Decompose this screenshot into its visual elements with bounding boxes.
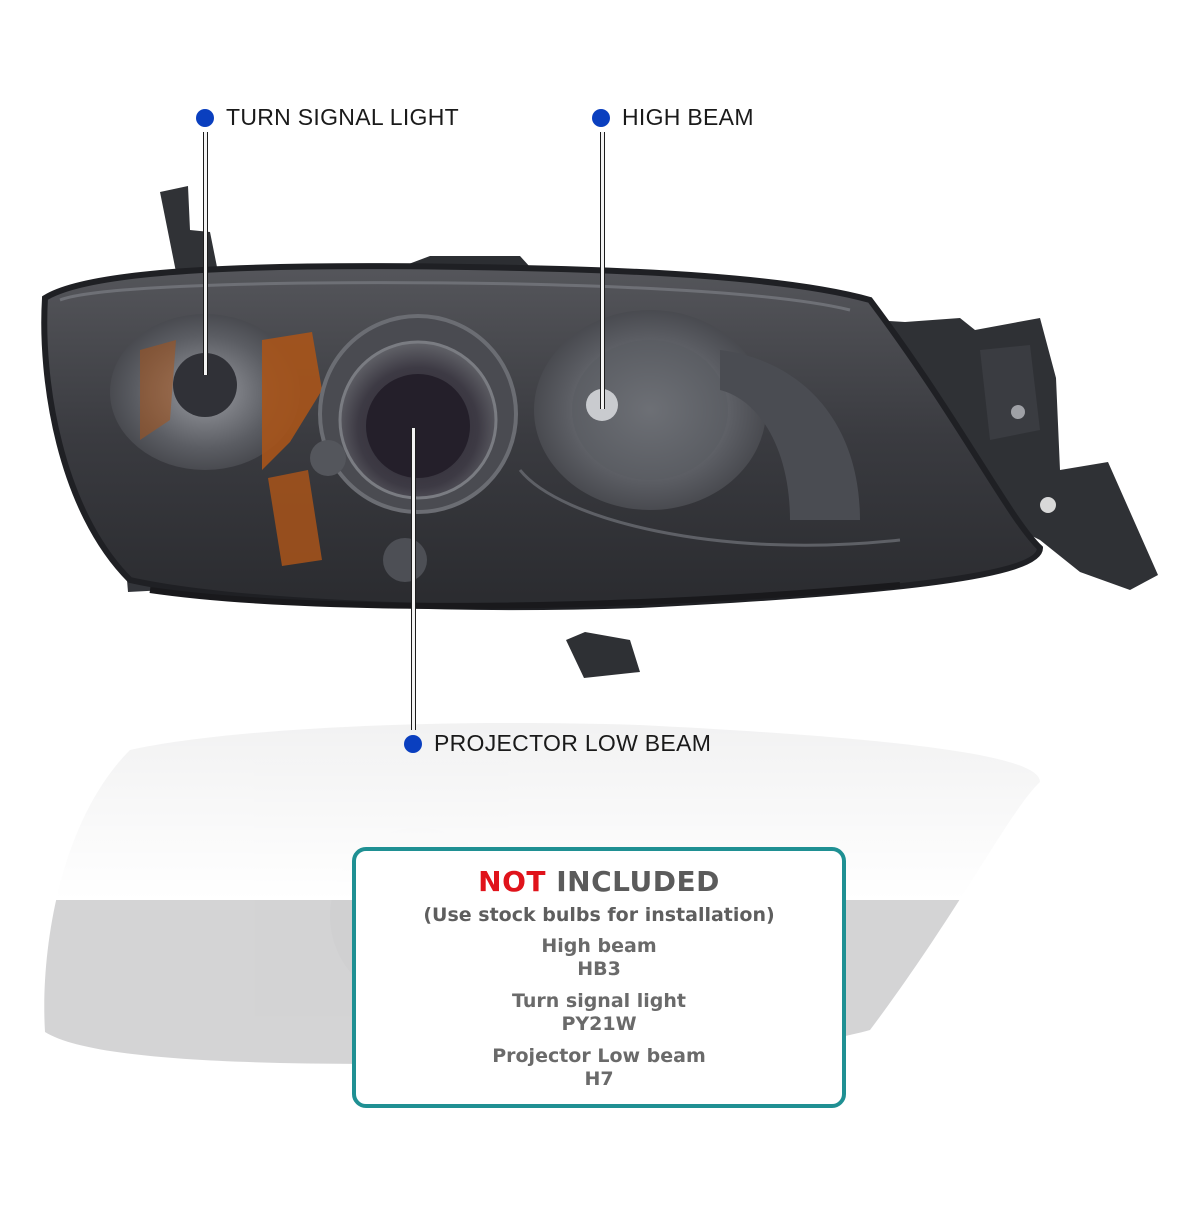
projector-leader-line xyxy=(411,428,416,730)
high-beam-leader-line xyxy=(600,132,605,409)
bulb-name: Turn signal light xyxy=(511,990,687,1012)
title-emphasis: NOT xyxy=(478,865,546,898)
bulb-type: HB3 xyxy=(577,958,621,980)
high-beam-reflector xyxy=(534,310,860,520)
bulb-spec-item: Turn signal light PY21W xyxy=(356,990,842,1036)
callout-label: TURN SIGNAL LIGHT xyxy=(226,104,459,130)
callout-projector-low-beam: PROJECTOR LOW BEAM xyxy=(404,730,711,757)
turn-signal-leader-line xyxy=(203,132,208,375)
callout-high-beam: HIGH BEAM xyxy=(592,104,754,131)
callout-label: PROJECTOR LOW BEAM xyxy=(434,730,712,756)
blue-dot-icon xyxy=(404,734,422,753)
callout-turn-signal: TURN SIGNAL LIGHT xyxy=(196,104,459,131)
projector-assembly xyxy=(310,314,518,582)
callout-label: HIGH BEAM xyxy=(622,104,754,130)
amber-lens-upper xyxy=(262,332,322,470)
lens-edge-highlight xyxy=(59,281,851,312)
bulb-name: Projector Low beam xyxy=(492,1045,706,1067)
lens-inner-contour xyxy=(518,469,901,547)
bulb-type: PY21W xyxy=(561,1013,637,1035)
blue-dot-icon xyxy=(592,108,610,127)
blue-dot-icon xyxy=(196,108,214,127)
title-rest: INCLUDED xyxy=(556,865,720,898)
bulb-spec-item: High beam HB3 xyxy=(356,935,842,981)
box-subtitle: (Use stock bulbs for installation) xyxy=(423,904,775,926)
lens-bottom-edge xyxy=(149,582,901,609)
projector-lower-cup xyxy=(383,538,427,582)
box-title: NOT INCLUDED xyxy=(356,865,842,898)
amber-lens-lower xyxy=(268,470,322,566)
bulb-type: H7 xyxy=(584,1068,614,1090)
turn-signal-reflector xyxy=(110,314,322,566)
bulb-name: High beam xyxy=(541,935,657,957)
mounting-tab-bottom xyxy=(566,632,640,678)
bulbs-not-included-box: NOT INCLUDED (Use stock bulbs for instal… xyxy=(352,847,846,1108)
bulb-spec-item: Projector Low beam H7 xyxy=(356,1045,842,1091)
